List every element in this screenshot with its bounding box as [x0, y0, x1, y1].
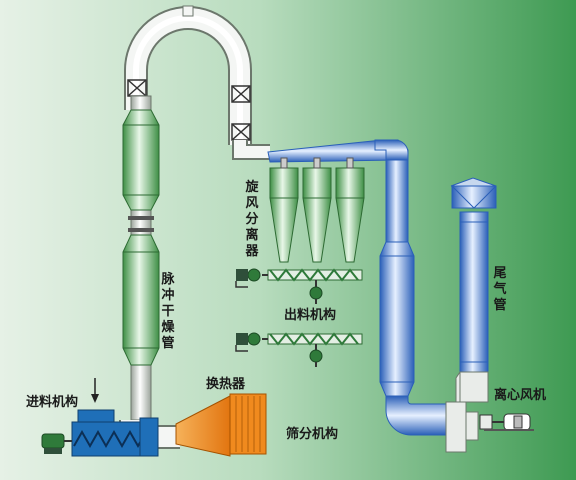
cyclone-separators: [267, 139, 399, 263]
centrifugal-fan-label: 离心风机: [494, 388, 547, 403]
classifier-mechanism-label: 筛分机构: [286, 427, 339, 442]
upper-screw-conveyor: [235, 268, 363, 304]
exhaust-pipe-label: 尾气管: [493, 266, 507, 313]
blue-duct-system: [374, 139, 447, 436]
cyclone-2: [302, 157, 332, 263]
cyclone-1: [269, 157, 299, 263]
heat-exchanger: [175, 393, 267, 457]
feed-system: [41, 378, 180, 457]
heat-exchanger-label: 换热器: [206, 377, 246, 392]
top-return-pipe: [124, 5, 270, 160]
pulse-dryer-tube-label: 脉冲干燥管: [161, 272, 175, 351]
feed-mechanism-label: 进料机构: [26, 395, 79, 410]
discharge-mechanism-label: 出料机构: [284, 308, 337, 323]
cyclone-separator-label: 旋风分离器: [245, 180, 259, 259]
pulse-dryer-column: [122, 95, 160, 421]
cyclone-3: [335, 157, 365, 263]
exhaust-pipe: [450, 177, 497, 403]
centrifugal-fan: [445, 401, 534, 453]
lower-screw-conveyor: [235, 332, 363, 367]
